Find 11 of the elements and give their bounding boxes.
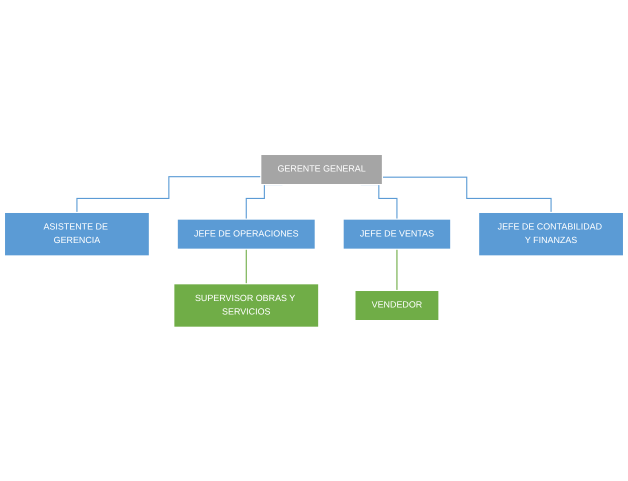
node-box: ASISTENTE DE GERENCIA — [4, 212, 150, 256]
connector — [76, 176, 261, 213]
node-box: SUPERVISOR OBRAS Y SERVICIOS — [173, 282, 320, 328]
node-box: JEFE DE OPERACIONES — [176, 218, 316, 250]
node-box: JEFE DE CONTABILIDAD Y FINANZAS — [478, 212, 624, 256]
node-box: VENDEDOR — [354, 290, 440, 321]
connector — [382, 176, 552, 213]
connector — [246, 248, 247, 284]
node-box: JEFE DE VENTAS — [342, 218, 452, 250]
connector — [396, 248, 398, 291]
node-box: GERENTE GENERAL — [260, 154, 383, 185]
